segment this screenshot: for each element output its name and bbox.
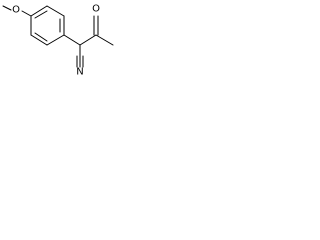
ring-bond-1 <box>30 5 48 17</box>
methoxy-oxygen-label: O <box>12 5 20 16</box>
ring-double-3 <box>34 32 48 42</box>
methyl-o-bond <box>2 5 12 11</box>
o-aryl-bond <box>21 10 32 17</box>
ring-double-1 <box>34 10 48 19</box>
aryl-ch-bond <box>63 34 81 46</box>
structure-diagram: O O N <box>2 4 114 78</box>
carbonyl-methyl-bond <box>95 34 114 46</box>
ketone-oxygen-label: O <box>92 4 100 15</box>
ring-bond-4 <box>46 34 65 46</box>
nitrile-nitrogen-label: N <box>76 67 83 78</box>
ring-bond-5 <box>30 34 48 46</box>
ch-carbonyl-bond <box>79 34 97 46</box>
ring-bond-2 <box>46 5 65 17</box>
